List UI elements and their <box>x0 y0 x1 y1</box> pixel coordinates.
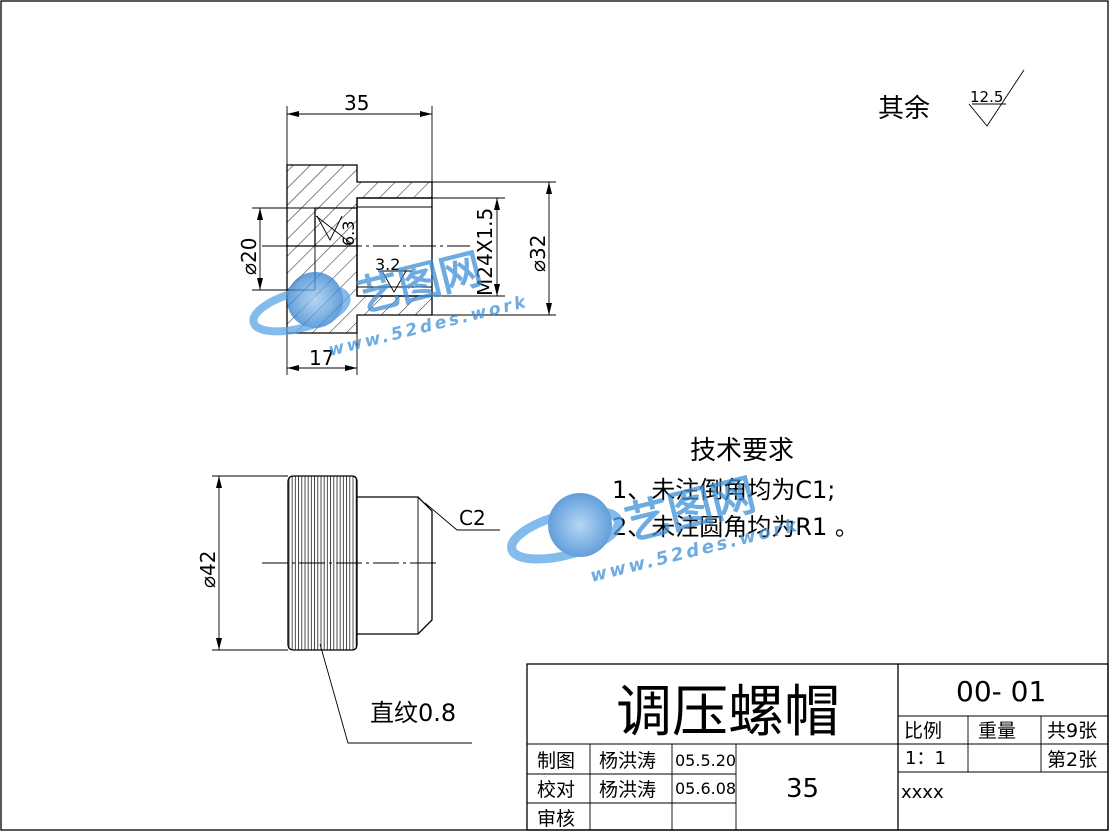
scale-value: 1：1 <box>905 748 946 769</box>
roughness-3-2: 3.2 <box>375 255 400 274</box>
material: 35 <box>786 774 819 804</box>
sheet-number: 第2张 <box>1047 749 1097 771</box>
weight-label: 重量 <box>978 720 1016 742</box>
drawn-label: 制图 <box>537 750 575 772</box>
knurl-note: 直纹0.8 <box>370 699 456 727</box>
drawn-by: 杨洪涛 <box>599 750 656 772</box>
checked-label: 校对 <box>537 779 575 801</box>
roughness-symbol-icon <box>968 69 1025 127</box>
tech-title: 技术要求 <box>690 436 794 466</box>
checked-date: 05.6.08 <box>675 779 736 798</box>
approved-label: 审核 <box>537 808 575 830</box>
part-name: 调压螺帽 <box>616 680 840 745</box>
front-view: ⌀42 C2 直纹0.8 <box>196 475 500 744</box>
drawn-date: 05.5.20 <box>675 751 736 770</box>
dim-length-total: 35 <box>344 91 369 115</box>
scale-label: 比例 <box>904 720 942 742</box>
company: xxxx <box>901 782 944 803</box>
tech-item-2: 2、未注圆角均为R1 。 <box>612 513 859 541</box>
drawing-number: 00- 01 <box>956 675 1046 708</box>
dim-dia-knurl: ⌀42 <box>196 551 220 589</box>
surface-finish-value: 12.5 <box>970 88 1003 106</box>
surface-finish-note: 其余 12.5 <box>878 69 1025 127</box>
tech-requirements: 技术要求 1、未注倒角均为C1; 2、未注圆角均为R1 。 <box>612 436 859 541</box>
dim-length-head: 17 <box>309 346 334 370</box>
dim-dia-outer: ⌀32 <box>526 235 550 273</box>
bore-outline <box>356 197 433 297</box>
dim-dia-bore: ⌀20 <box>237 238 261 276</box>
checked-by: 杨洪涛 <box>599 779 656 801</box>
chamfer-label: C2 <box>459 506 486 530</box>
sheets-total: 共9张 <box>1047 720 1097 742</box>
surface-finish-label: 其余 <box>878 94 930 124</box>
dim-thread: M24X1.5 <box>473 208 497 296</box>
roughness-6-3: 6.3 <box>339 221 358 246</box>
title-block: 调压螺帽 00- 01 比例 重量 共9张 1：1 第2张 xxxx 制图 杨洪… <box>526 663 1109 831</box>
tech-item-1: 1、未注倒角均为C1; <box>612 476 835 504</box>
